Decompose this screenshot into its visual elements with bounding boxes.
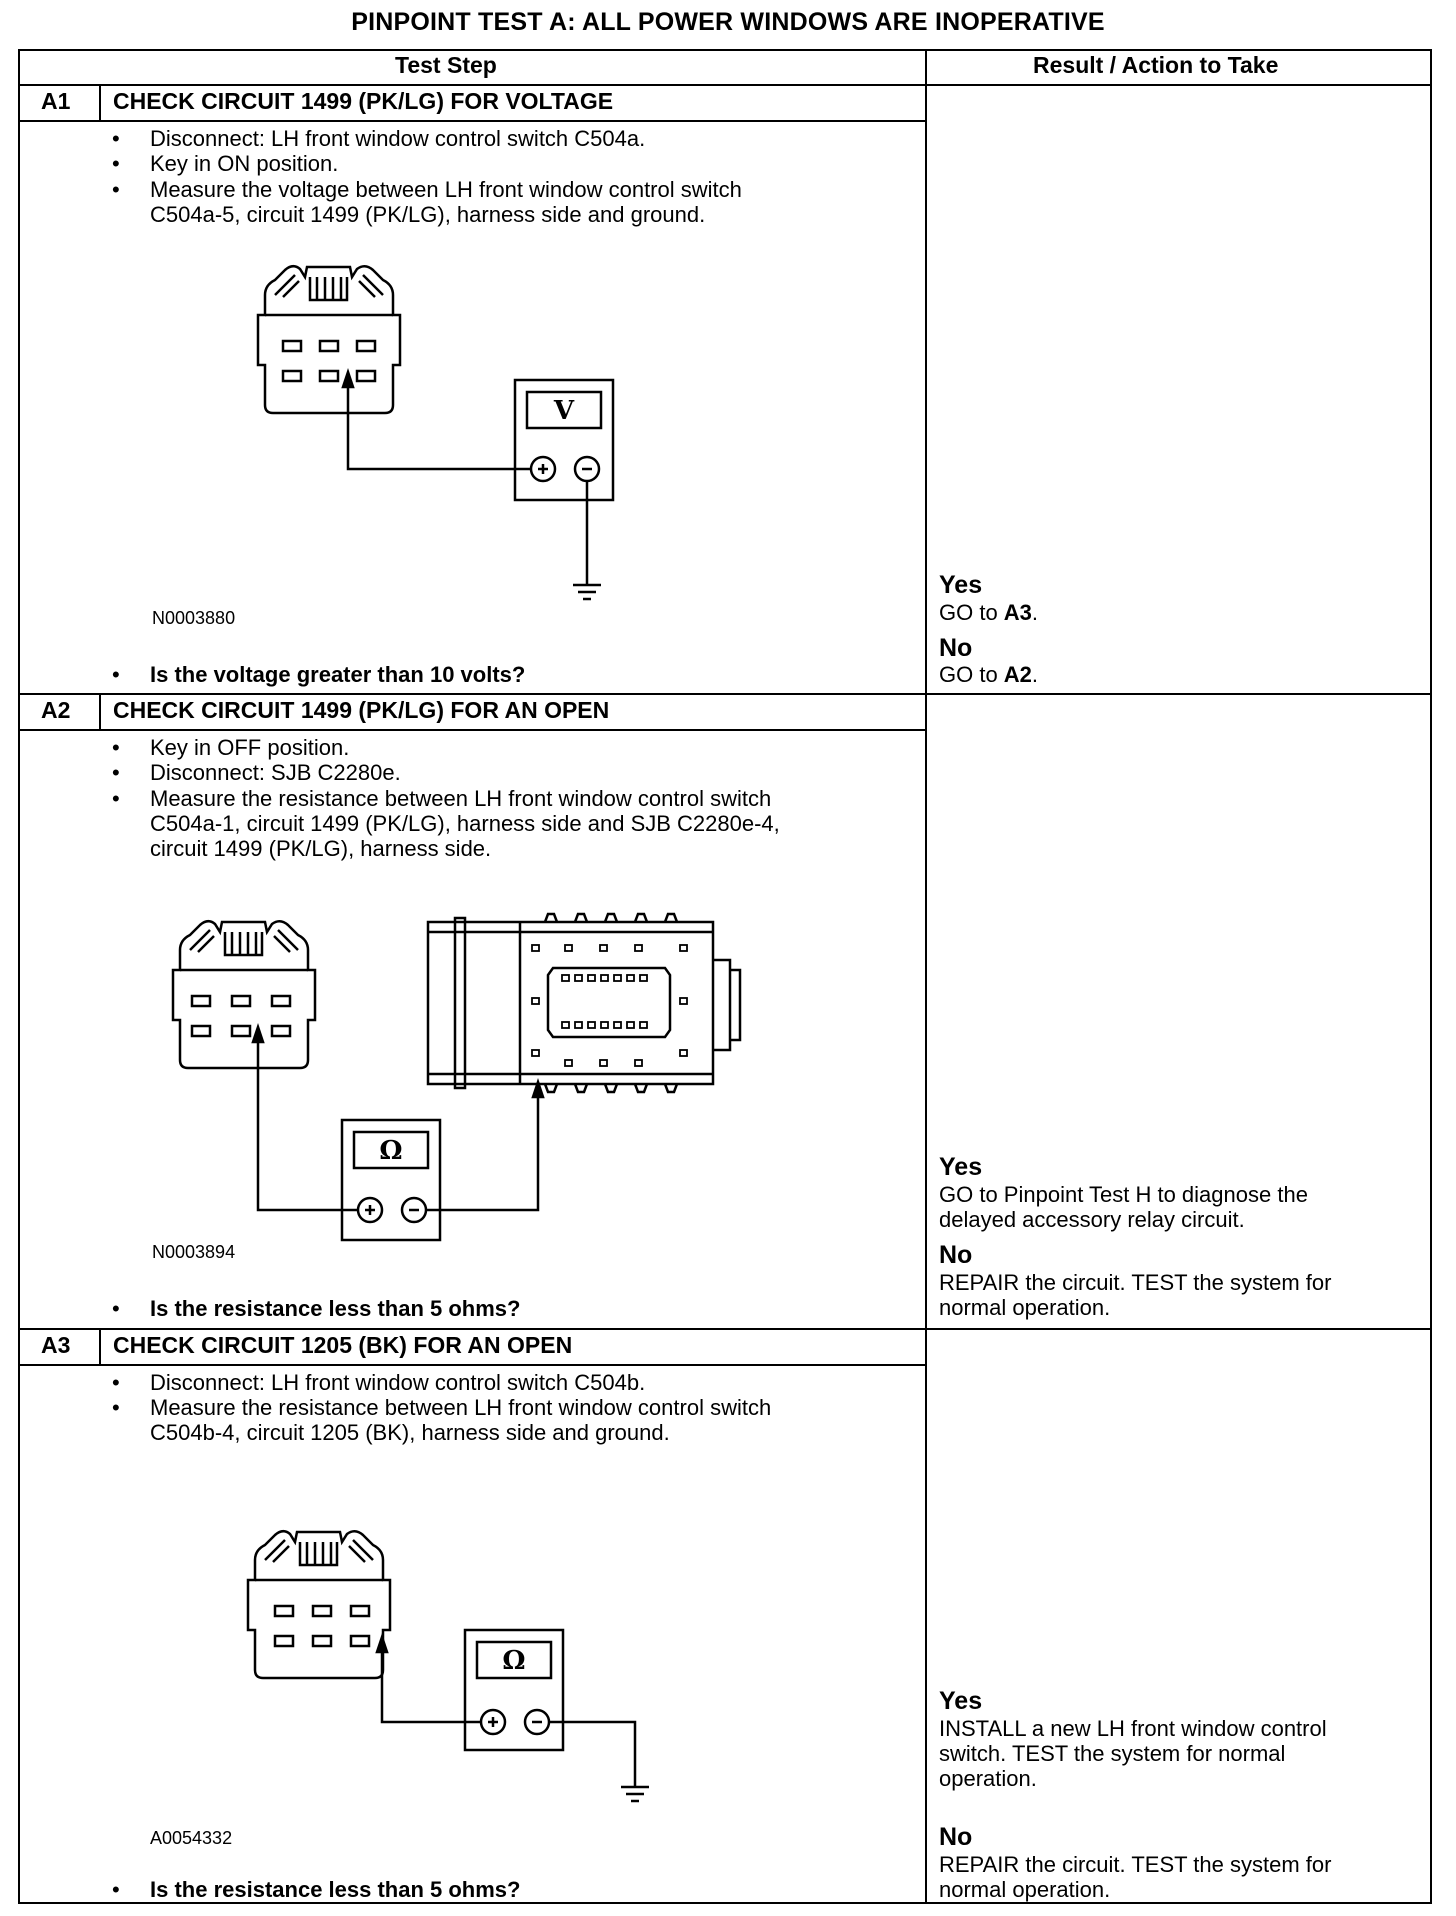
test-lead [346, 380, 531, 471]
result-no-action: REPAIR the circuit. TEST the system for [939, 1270, 1332, 1295]
step-heading-a1: CHECK CIRCUIT 1499 (PK/LG) FOR VOLTAGE [113, 88, 614, 114]
test-lead [256, 1035, 358, 1212]
bullet: • [112, 1296, 120, 1321]
column-divider [925, 49, 927, 1904]
result-no-label: No [939, 1241, 973, 1269]
result-no-label: No [939, 634, 973, 662]
step-heading-underline [18, 1364, 927, 1366]
figure-id: N0003894 [152, 1242, 236, 1262]
result-no-action: normal operation. [939, 1295, 1111, 1320]
instruction-text: Disconnect: SJB C2280e. [150, 760, 401, 785]
bullet: • [112, 1370, 120, 1395]
column-header-step: Test Step [395, 52, 497, 78]
ohmmeter-diagram-a3: Ω [246, 1530, 649, 1803]
step-heading-a2: CHECK CIRCUIT 1499 (PK/LG) FOR AN OPEN [113, 697, 610, 723]
result-yes-action: INSTALL a new LH front window control [939, 1716, 1327, 1741]
step-heading-underline [18, 729, 927, 731]
test-lead [426, 1090, 540, 1212]
instruction-text: Measure the resistance between LH front … [150, 1395, 772, 1420]
connector-c504a-icon [256, 265, 402, 415]
bullet: • [112, 1877, 120, 1902]
step-question: Is the voltage greater than 10 volts? [150, 662, 526, 687]
bullet: • [112, 662, 120, 687]
result-yes-label: Yes [939, 1153, 983, 1181]
instruction-text: circuit 1499 (PK/LG), harness side. [150, 836, 492, 861]
lead-arrow [531, 1078, 545, 1099]
result-yes-label: Yes [939, 1687, 983, 1715]
result-yes-action: GO to A3. [939, 600, 1039, 625]
ohmmeter-diagram-a2: Ω [171, 912, 742, 1242]
result-yes-action: delayed accessory relay circuit. [939, 1207, 1245, 1232]
meter-symbol: V [553, 396, 575, 426]
bullet: • [112, 126, 120, 151]
step-divider [18, 693, 1432, 695]
step-id-divider [99, 1328, 101, 1365]
column-header-result: Result / Action to Take [1033, 52, 1279, 78]
meter-symbol: Ω [502, 1646, 525, 1676]
lead-arrow [341, 368, 355, 389]
step-id-divider [99, 693, 101, 730]
bullet: • [112, 1395, 120, 1420]
result-yes-label: Yes [939, 571, 983, 599]
voltmeter-diagram-a1: V [256, 265, 615, 601]
instruction-text: C504b-4, circuit 1205 (BK), harness side… [150, 1420, 670, 1445]
result-no-label: No [939, 1823, 973, 1851]
sjb-connector-c2280e-icon [426, 912, 742, 1094]
step-question: Is the resistance less than 5 ohms? [150, 1877, 521, 1902]
result-yes-action: switch. TEST the system for normal [939, 1741, 1286, 1766]
result-no-action: normal operation. [939, 1877, 1111, 1902]
meter-symbol: Ω [379, 1136, 402, 1166]
result-no-action: REPAIR the circuit. TEST the system for [939, 1852, 1332, 1877]
bullet: • [112, 735, 120, 760]
header-divider [18, 84, 1432, 86]
bullet: • [112, 177, 120, 202]
bullet: • [112, 760, 120, 785]
voltmeter-icon [513, 378, 615, 502]
instruction-text: C504a-1, circuit 1499 (PK/LG), harness s… [150, 811, 780, 836]
instruction-text: Measure the resistance between LH front … [150, 786, 772, 811]
lead-arrow [251, 1023, 265, 1044]
step-divider [18, 1328, 1432, 1330]
ohmmeter-icon [463, 1628, 565, 1752]
instruction-text: Disconnect: LH front window control swit… [150, 1370, 646, 1395]
figure-id: A0054332 [150, 1828, 233, 1848]
result-yes-action: operation. [939, 1766, 1037, 1791]
ground-icon [573, 583, 601, 601]
step-id-a2: A2 [41, 697, 71, 723]
instruction-text: Disconnect: LH front window control swit… [150, 126, 646, 151]
instruction-text: C504a-5, circuit 1499 (PK/LG), harness s… [150, 202, 706, 227]
pinpoint-test-table [18, 49, 1432, 1904]
instruction-text: Key in ON position. [150, 151, 339, 176]
step-heading-underline [18, 120, 927, 122]
connector-c504b-icon [246, 1530, 392, 1680]
figure-id: N0003880 [152, 608, 236, 628]
test-lead [380, 1645, 481, 1724]
result-no-action: GO to A2. [939, 662, 1039, 687]
step-question: Is the resistance less than 5 ohms? [150, 1296, 521, 1321]
instruction-text: Key in OFF position. [150, 735, 350, 760]
test-lead [549, 1720, 637, 1787]
connector-c504a-icon [171, 920, 317, 1070]
bullet: • [112, 786, 120, 811]
step-id-a1: A1 [41, 88, 71, 114]
step-id-a3: A3 [41, 1332, 71, 1358]
step-id-divider [99, 84, 101, 121]
bullet: • [112, 151, 120, 176]
lead-arrow [375, 1633, 389, 1654]
ground-icon [621, 1785, 649, 1803]
step-heading-a3: CHECK CIRCUIT 1205 (BK) FOR AN OPEN [113, 1332, 573, 1358]
result-yes-action: GO to Pinpoint Test H to diagnose the [939, 1182, 1308, 1207]
page-title: PINPOINT TEST A: ALL POWER WINDOWS ARE I… [351, 8, 1105, 36]
instruction-text: Measure the voltage between LH front win… [150, 177, 742, 202]
